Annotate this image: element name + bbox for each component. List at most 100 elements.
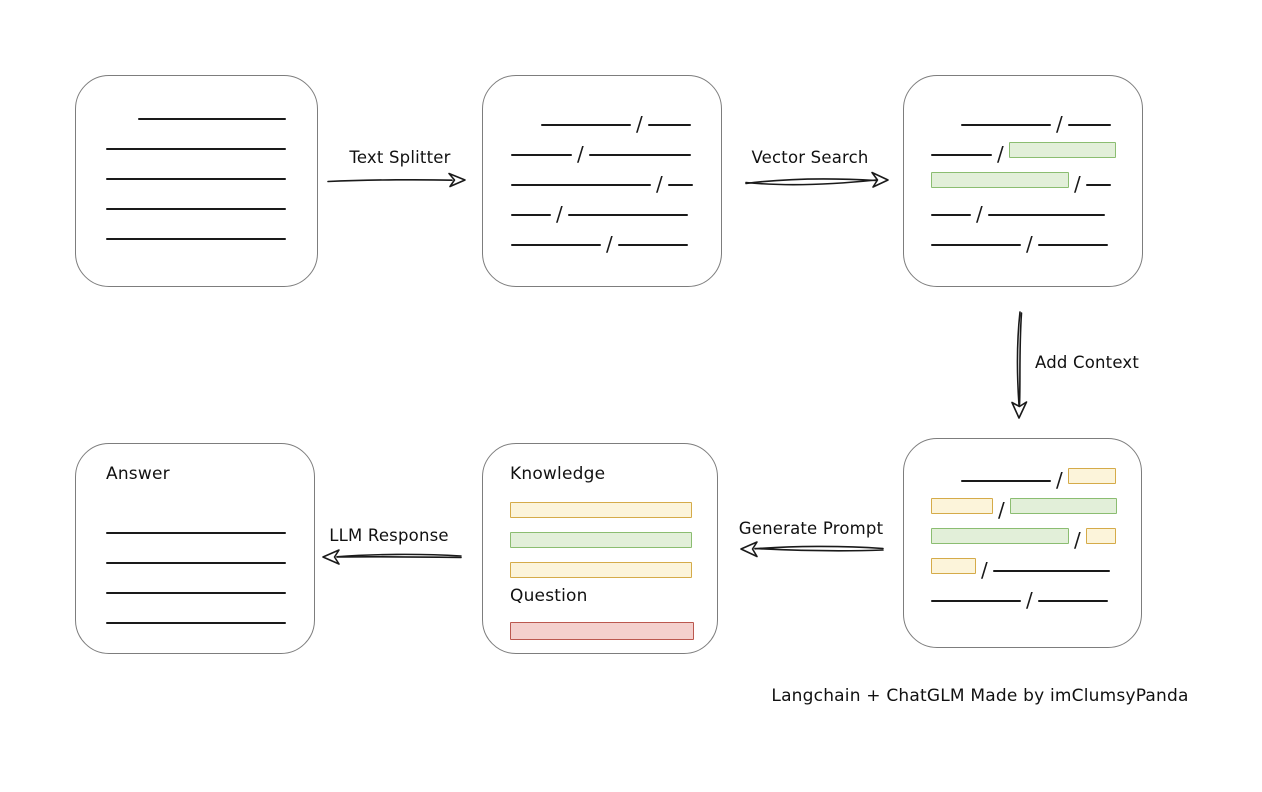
answer-box: Answer: [75, 443, 315, 654]
text-line: [647, 124, 691, 126]
text-line: [106, 622, 286, 624]
add-context-arrow: [1011, 311, 1028, 419]
content-row: /: [931, 98, 1142, 136]
content-row: [106, 182, 317, 212]
content-row: /: [511, 98, 721, 136]
context-chunk-lines: / / / / /: [904, 439, 1141, 612]
content-row: [106, 92, 317, 122]
diagram-caption: Langchain + ChatGLM Made by imClumsyPand…: [771, 686, 1189, 706]
text-line: [106, 592, 286, 594]
content-row: [106, 212, 317, 242]
slash-separator: /: [981, 558, 988, 582]
slash-separator: /: [976, 202, 983, 226]
content-row: /: [931, 158, 1142, 196]
text-line: [992, 570, 1110, 572]
content-row: [106, 122, 317, 152]
text-line: [106, 238, 286, 240]
generate-prompt-label: Generate Prompt: [738, 519, 884, 538]
slash-separator: /: [556, 202, 563, 226]
text-line: [567, 214, 688, 216]
add-context-label: Add Context: [1035, 353, 1140, 372]
content-row: [510, 610, 717, 640]
text-line: [987, 214, 1105, 216]
slash-separator: /: [606, 232, 613, 256]
text-line: [931, 244, 1021, 246]
split-chunks-box: / / / / /: [482, 75, 722, 287]
content-row: /: [511, 158, 721, 196]
text-splitter-label: Text Splitter: [349, 148, 451, 167]
slash-separator: /: [1074, 528, 1081, 552]
text-line: [1067, 124, 1111, 126]
slash-separator: /: [1074, 172, 1081, 196]
content-row: [510, 518, 717, 548]
highlight-bar-green: [510, 532, 692, 548]
llm-response-label: LLM Response: [329, 526, 449, 545]
highlight-bar-yellow: [931, 498, 993, 514]
text-line: [106, 178, 286, 180]
content-row: /: [511, 218, 721, 256]
content-row: /: [931, 574, 1141, 612]
text-line: [667, 184, 693, 186]
content-row: [106, 566, 314, 596]
text-line: [138, 118, 286, 120]
highlight-bar-yellow: [510, 502, 692, 518]
text-line: [511, 214, 551, 216]
highlight-bar-yellow: [510, 562, 692, 578]
highlight-bar-red: [510, 622, 694, 640]
highlight-bar-yellow: [1067, 468, 1116, 484]
content-row: [510, 548, 717, 578]
content-row: /: [931, 514, 1141, 552]
matched-chunk-lines: / / / / /: [904, 76, 1142, 256]
slash-separator: /: [1056, 112, 1063, 136]
context-chunks-box: / / / / /: [903, 438, 1142, 648]
highlight-bar-green: [1008, 142, 1116, 158]
knowledge-bars: [510, 488, 717, 578]
text-line: [961, 124, 1051, 126]
slash-separator: /: [1026, 232, 1033, 256]
slash-separator: /: [1056, 468, 1063, 492]
text-line: [588, 154, 691, 156]
slash-separator: /: [997, 142, 1004, 166]
text-line: [931, 154, 992, 156]
text-line: [931, 600, 1021, 602]
highlight-bar-yellow: [1085, 528, 1116, 544]
slash-separator: /: [998, 498, 1005, 522]
question-bar: [510, 610, 717, 640]
prompt-box: Knowledge Question: [482, 443, 718, 654]
question-label: Question: [510, 586, 588, 606]
vector-search-label: Vector Search: [751, 148, 869, 167]
text-line: [511, 184, 651, 186]
content-row: /: [931, 188, 1142, 226]
content-row: [106, 506, 314, 536]
content-row: /: [931, 218, 1142, 256]
llm-response-arrow: [322, 549, 462, 565]
answer-label: Answer: [106, 464, 170, 484]
slash-separator: /: [577, 142, 584, 166]
text-line: [106, 532, 286, 534]
highlight-bar-green: [1009, 498, 1117, 514]
text-line: [617, 244, 688, 246]
slash-separator: /: [1026, 588, 1033, 612]
highlight-bar-green: [931, 528, 1069, 544]
highlight-bar-green: [931, 172, 1069, 188]
vector-search-arrow: [745, 171, 889, 188]
content-row: /: [931, 484, 1141, 522]
split-chunk-lines: / / / / /: [483, 76, 721, 256]
slash-separator: /: [656, 172, 663, 196]
content-row: [106, 152, 317, 182]
document-lines: [76, 76, 317, 242]
text-line: [511, 244, 601, 246]
text-line: [1037, 244, 1108, 246]
content-row: /: [931, 128, 1142, 166]
slash-separator: /: [636, 112, 643, 136]
text-line: [1037, 600, 1108, 602]
text-line: [961, 480, 1051, 482]
content-row: /: [511, 188, 721, 226]
matched-chunks-box: / / / / /: [903, 75, 1143, 287]
content-row: [106, 536, 314, 566]
content-row: [510, 488, 717, 518]
text-line: [541, 124, 631, 126]
text-splitter-arrow: [327, 172, 466, 188]
highlight-bar-yellow: [931, 558, 976, 574]
